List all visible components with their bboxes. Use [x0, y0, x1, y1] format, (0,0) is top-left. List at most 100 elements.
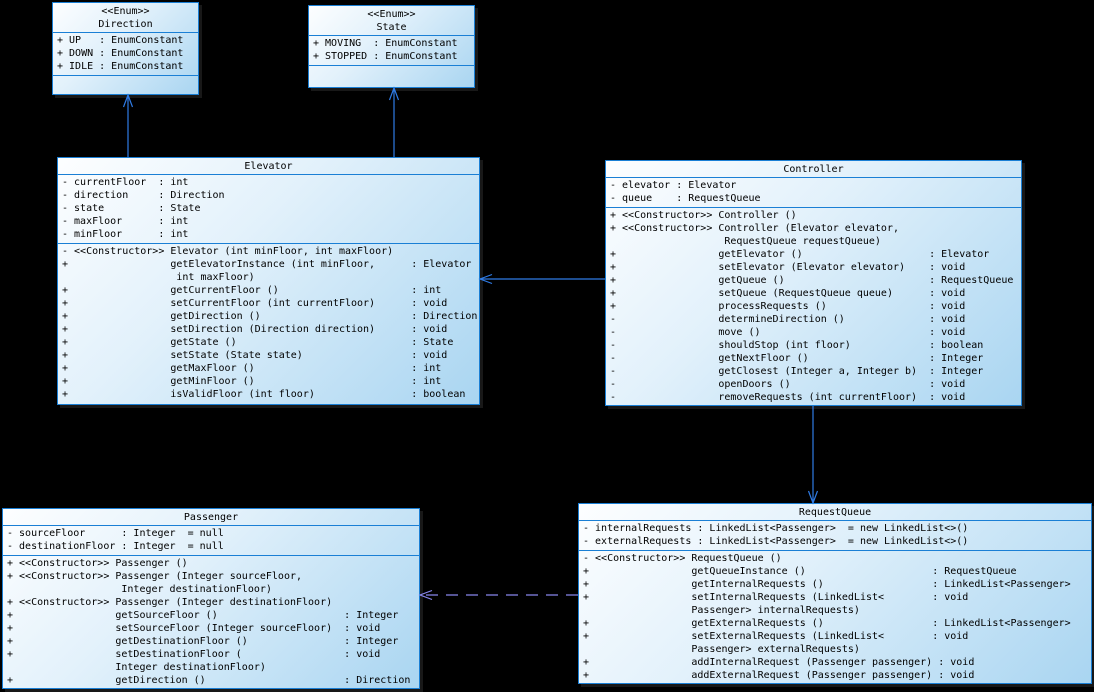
method-line: - <<Constructor>> Elevator (int minFloor… — [62, 246, 394, 257]
controller-to-requestqueue-arrow[interactable] — [807, 406, 819, 505]
class-requestqueue-header: RequestQueue — [579, 504, 1091, 520]
method-line: + setQueue (RequestQueue queue) : void — [610, 288, 966, 299]
attribute-line: - minFloor : int — [62, 229, 189, 240]
class-elevator-header: Elevator — [58, 158, 479, 174]
method-line: + getExternalRequests () : LinkedList<Pa… — [583, 618, 1071, 629]
class-controller-methods: + <<Constructor>> Controller () + <<Const… — [606, 207, 1021, 405]
method-line: + setExternalRequests (LinkedList< : voi… — [583, 631, 969, 642]
attribute-line: - queue : RequestQueue — [610, 193, 761, 204]
method-line: + addInternalRequest (Passenger passenge… — [583, 657, 975, 668]
attribute-line: - maxFloor : int — [62, 216, 189, 227]
method-line: - determineDirection () : void — [610, 314, 966, 325]
method-line: + <<Constructor>> Passenger (Integer des… — [7, 597, 333, 608]
method-line: + setCurrentFloor (int currentFloor) : v… — [62, 298, 448, 309]
method-line: + getQueue () : RequestQueue — [610, 275, 1014, 286]
attribute-line: + UP : EnumConstant — [57, 35, 184, 46]
class-passenger-attributes: - sourceFloor : Integer = null - destinat… — [3, 525, 419, 555]
attribute-line: + MOVING : EnumConstant — [313, 38, 458, 49]
class-direction-enum-title: Direction — [98, 19, 153, 30]
class-direction-enum-stereotype: <<Enum>> — [101, 6, 150, 17]
method-line: + <<Constructor>> Passenger (Integer sou… — [7, 571, 303, 582]
method-line: + setInternalRequests (LinkedList< : voi… — [583, 592, 969, 603]
attribute-line: - state : State — [62, 203, 201, 214]
method-line: Integer destinationFloor) — [7, 584, 272, 595]
elevator-to-direction-arrow[interactable] — [122, 93, 134, 157]
method-line: + setElevator (Elevator elevator) : void — [610, 262, 966, 273]
attribute-line: - direction : Direction — [62, 190, 225, 201]
attribute-line: - internalRequests : LinkedList<Passenge… — [583, 523, 969, 534]
method-line: - removeRequests (int currentFloor) : vo… — [610, 392, 966, 403]
method-line: + getState () : State — [62, 337, 454, 348]
method-line: + processRequests () : void — [610, 301, 966, 312]
attribute-line: - destinationFloor : Integer = null — [7, 541, 224, 552]
requestqueue-to-passenger-arrow-head — [418, 589, 433, 601]
elevator-to-state-arrow[interactable] — [388, 86, 400, 157]
method-line: + getDirection () : Direction — [62, 311, 478, 322]
method-line: + getQueueInstance () : RequestQueue — [583, 566, 1017, 577]
method-line: + isValidFloor (int floor) : boolean — [62, 389, 466, 400]
class-elevator-methods: - <<Constructor>> Elevator (int minFloor… — [58, 243, 479, 404]
class-state-enum-stereotype: <<Enum>> — [367, 9, 416, 20]
class-requestqueue[interactable]: RequestQueue - internalRequests : LinkedL… — [578, 503, 1092, 684]
method-line: + setDestinationFloor ( : void — [7, 649, 381, 660]
method-line: - shouldStop (int floor) : boolean — [610, 340, 984, 351]
method-line: + setSourceFloor (Integer sourceFloor) :… — [7, 623, 381, 634]
attribute-line: - externalRequests : LinkedList<Passenge… — [583, 536, 969, 547]
method-line: - move () : void — [610, 327, 966, 338]
class-direction-enum-header: <<Enum>> Direction — [53, 3, 198, 32]
method-line: + addExternalRequest (Passenger passenge… — [583, 670, 975, 681]
method-line: + getCurrentFloor () : int — [62, 285, 442, 296]
elevator-to-direction-arrow-head — [122, 93, 134, 108]
method-line: - getClosest (Integer a, Integer b) : In… — [610, 366, 984, 377]
controller-to-elevator-arrow-head — [478, 273, 493, 285]
method-line: + setState (State state) : void — [62, 350, 448, 361]
method-line: - <<Constructor>> RequestQueue () — [583, 553, 782, 564]
class-requestqueue-title: RequestQueue — [798, 507, 872, 518]
class-requestqueue-methods: - <<Constructor>> RequestQueue () + getQu… — [579, 550, 1091, 683]
method-line: + getElevator () : Elevator — [610, 249, 990, 260]
attribute-line: - elevator : Elevator — [610, 180, 737, 191]
class-state-enum-methods — [309, 65, 474, 87]
class-state-enum-header: <<Enum>> State — [309, 6, 474, 35]
attribute-line: + DOWN : EnumConstant — [57, 48, 184, 59]
method-line: + getMaxFloor () : int — [62, 363, 442, 374]
method-line: + getMinFloor () : int — [62, 376, 442, 387]
requestqueue-to-passenger-arrow[interactable] — [418, 589, 578, 601]
attribute-line: - sourceFloor : Integer = null — [7, 528, 224, 539]
attribute-line: + STOPPED : EnumConstant — [313, 51, 458, 62]
method-line: int maxFloor) — [62, 272, 255, 283]
class-elevator-attributes: - currentFloor : int - direction : Direct… — [58, 174, 479, 243]
attribute-line: - currentFloor : int — [62, 177, 189, 188]
class-passenger-title: Passenger — [183, 512, 239, 523]
class-passenger-header: Passenger — [3, 509, 419, 525]
class-state-enum[interactable]: <<Enum>> State + MOVING : EnumConstant + ST… — [308, 5, 475, 88]
class-controller[interactable]: Controller - elevator : Elevator - queue :… — [605, 160, 1022, 406]
class-requestqueue-attributes: - internalRequests : LinkedList<Passenge… — [579, 520, 1091, 550]
class-direction-enum-attributes: + UP : EnumConstant + DOWN : EnumConstant… — [53, 32, 198, 75]
method-line: + <<Constructor>> Controller (Elevator e… — [610, 223, 899, 234]
method-line: + <<Constructor>> Controller () — [610, 210, 797, 221]
method-line: + <<Constructor>> Passenger () — [7, 558, 188, 569]
method-line: Integer destinationFloor) — [7, 662, 266, 673]
method-line: + getSourceFloor () : Integer — [7, 610, 399, 621]
class-passenger-methods: + <<Constructor>> Passenger () + <<Constr… — [3, 555, 419, 688]
class-controller-attributes: - elevator : Elevator - queue : RequestQu… — [606, 177, 1021, 207]
method-line: Passenger> internalRequests) — [583, 605, 860, 616]
method-line: + getDirection () : Direction — [7, 675, 411, 686]
method-line: Passenger> externalRequests) — [583, 644, 860, 655]
class-controller-header: Controller — [606, 161, 1021, 177]
class-passenger[interactable]: Passenger- sourceFloor : Integer = null-… — [2, 508, 420, 689]
method-line: + getInternalRequests () : LinkedList<Pa… — [583, 579, 1071, 590]
method-line: - getNextFloor () : Integer — [610, 353, 984, 364]
class-elevator-title: Elevator — [244, 161, 293, 172]
controller-to-elevator-arrow[interactable] — [478, 273, 605, 285]
class-direction-enum[interactable]: <<Enum>> Direction + UP : EnumConstant + DO… — [52, 2, 199, 95]
elevator-to-state-arrow-head — [388, 86, 400, 101]
class-elevator[interactable]: Elevator - currentFloor : int - direction … — [57, 157, 480, 405]
method-line: + getDestinationFloor () : Integer — [7, 636, 399, 647]
method-line: + getElevatorInstance (int minFloor, : E… — [62, 259, 472, 270]
class-state-enum-title: State — [376, 22, 407, 33]
class-state-enum-attributes: + MOVING : EnumConstant + STOPPED : EnumC… — [309, 35, 474, 65]
class-direction-enum-methods — [53, 75, 198, 94]
